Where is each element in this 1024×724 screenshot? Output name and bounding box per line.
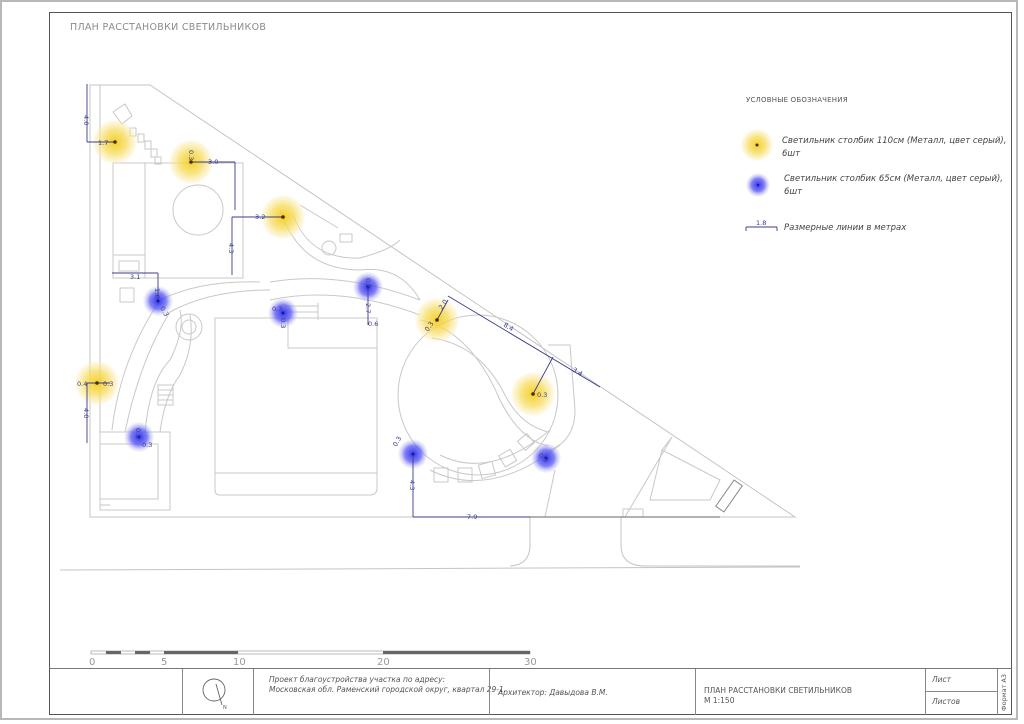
title-block-sheet-cell: Лист Листов	[925, 669, 997, 715]
scale-bar	[90, 650, 531, 655]
project-line-1: Проект благоустройства участка по адресу…	[269, 675, 446, 684]
sheet-title: ПЛАН РАССТАНОВКИ СВЕТИЛЬНИКОВ	[70, 22, 267, 33]
legend-item-text: Светильник столбик 110см (Металл, цвет с…	[782, 136, 1007, 146]
legend-title: УСЛОВНЫЕ ОБОЗНАЧЕНИЯ	[746, 96, 848, 104]
title-block-north-cell: N	[182, 669, 253, 715]
legend-item-lamp-65: Светильник столбик 65см (Металл, цвет се…	[784, 173, 1003, 199]
dim-label: 3.0	[208, 158, 218, 166]
scale-label: 30	[524, 657, 537, 668]
dim-label: 4.0	[82, 115, 90, 125]
dim-label: 0.3	[142, 441, 152, 449]
north-label: N	[223, 705, 227, 711]
architect-name: Архитектор: Давыдова В.М.	[498, 688, 608, 697]
dim-label: 3.2	[255, 213, 265, 221]
dim-label: 0.4	[77, 380, 87, 388]
scale-label: 20	[377, 657, 390, 668]
title-block-format-cell	[997, 669, 1012, 715]
dim-label: 0.3	[272, 305, 282, 313]
lamps-tall	[75, 120, 555, 416]
dim-label: 0.3	[187, 150, 195, 160]
title-block-drawing-cell: ПЛАН РАССТАНОВКИ СВЕТИЛЬНИКОВ М 1:150	[695, 669, 925, 715]
sheets-label: Листов	[932, 697, 961, 706]
lamps-short	[124, 272, 561, 473]
scale-label: 5	[161, 657, 168, 668]
dim-label: 7.9	[467, 513, 477, 521]
dim-label: 4.0	[82, 408, 90, 418]
site-structures	[99, 103, 743, 518]
title-block: N Проект благоустройства участка по адре…	[49, 668, 1012, 715]
scale-label: 0	[89, 657, 96, 668]
legend-dimension-sample: 1.8	[756, 219, 766, 227]
dim-label: 0.3	[279, 318, 287, 328]
dimension-lines	[86, 84, 720, 518]
dim-label: 3.1	[130, 273, 140, 281]
dimension-line-icon	[745, 226, 778, 231]
drawing-title: ПЛАН РАССТАНОВКИ СВЕТИЛЬНИКОВ	[704, 686, 853, 695]
sheet-label: Лист	[932, 675, 952, 684]
drawing-frame	[49, 12, 1012, 715]
dim-label: 4.3	[408, 480, 416, 490]
legend-item-count: 6шт	[784, 187, 803, 197]
title-block-project-cell: Проект благоустройства участка по адресу…	[253, 669, 506, 715]
format-label: Формат А3	[1000, 673, 1008, 711]
legend-symbols: 1.8	[741, 129, 778, 231]
dim-label: 4.3	[227, 243, 235, 253]
dim-label: 0.3	[537, 391, 547, 399]
scale-label: 10	[233, 657, 246, 668]
legend-item-lamp-110: Светильник столбик 110см (Металл, цвет с…	[782, 135, 1006, 161]
dim-label: 1.7	[98, 139, 108, 147]
dim-label: 0.3	[103, 380, 113, 388]
lamp-centers	[95, 140, 535, 396]
dim-label: 0.6	[368, 320, 378, 328]
title-block-architect-cell: Архитектор: Давыдова В.М.	[489, 669, 695, 715]
dim-label: 1.6	[153, 288, 161, 298]
dim-label: 0.3	[364, 278, 372, 288]
north-arrow-icon	[202, 678, 226, 706]
dim-label: 2.7	[364, 303, 372, 313]
legend-item-count: 6шт	[782, 149, 801, 159]
lamp-centers-short	[137, 285, 548, 460]
legend-item-dimension: Размерные линии в метрах	[784, 223, 907, 233]
project-line-2: Московская обл. Раменский городской окру…	[269, 685, 507, 694]
dim-label: 0.3	[134, 428, 142, 438]
legend-item-text: Светильник столбик 65см (Металл, цвет се…	[784, 174, 1004, 184]
drawing-scale: М 1:150	[704, 696, 735, 705]
